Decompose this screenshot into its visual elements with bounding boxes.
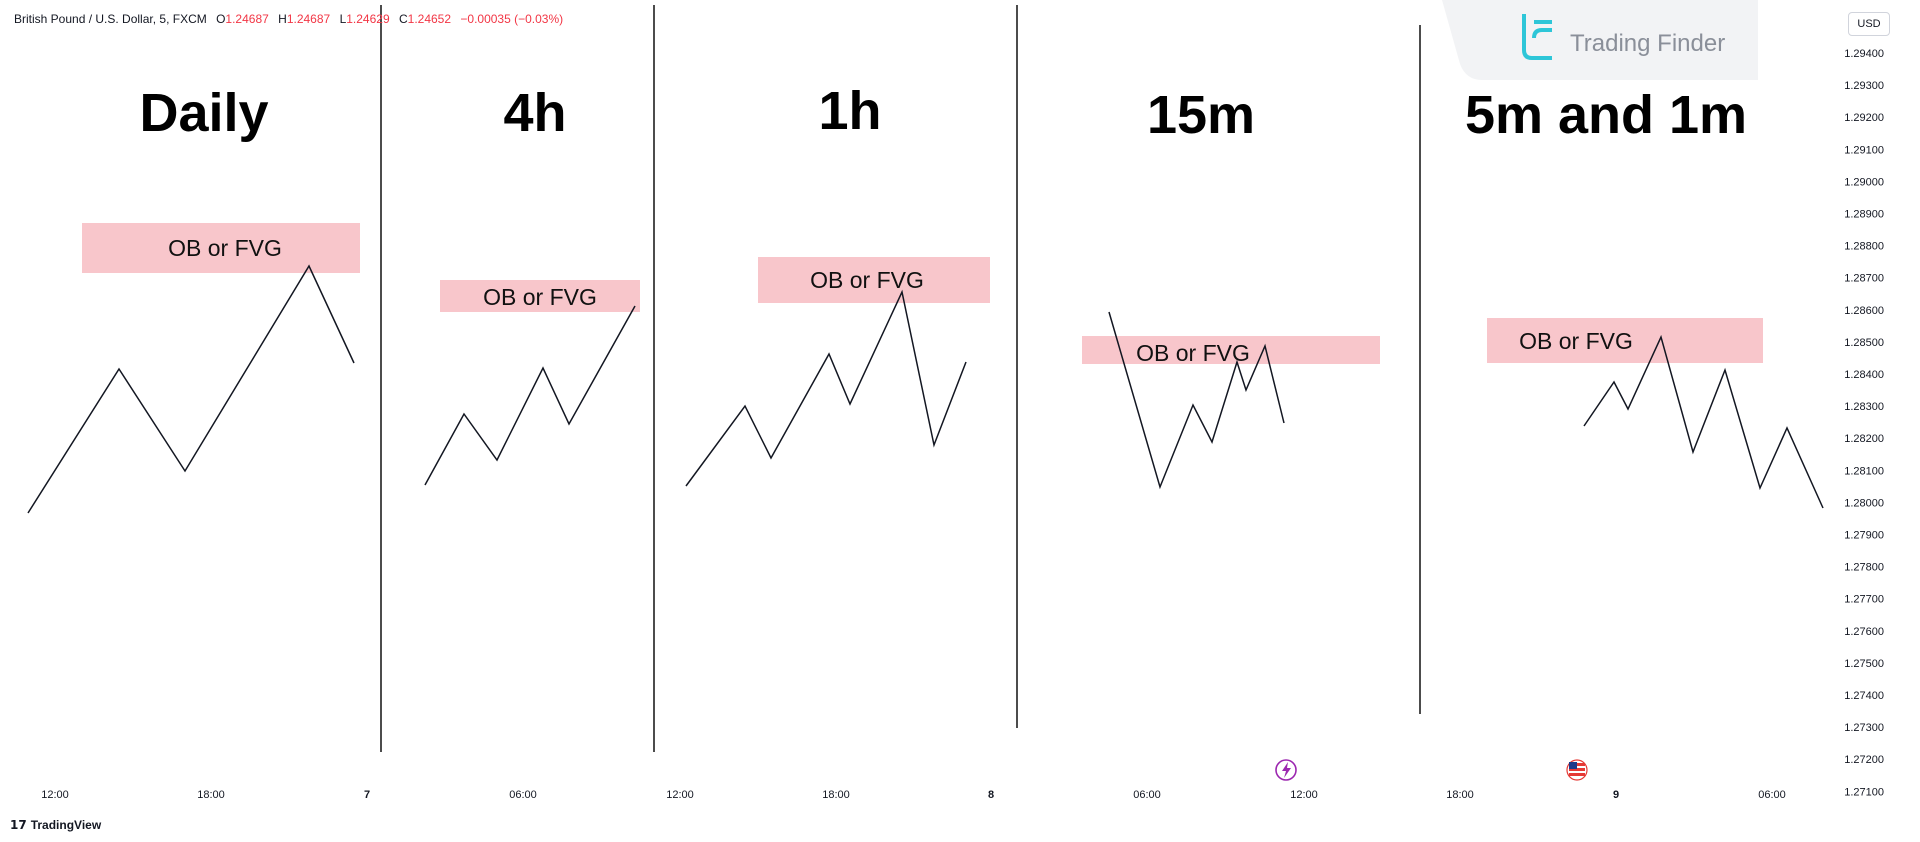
price-tick-label: 1.27100 xyxy=(1844,786,1884,798)
time-tick-label: 06:00 xyxy=(1758,789,1786,801)
zone-rect xyxy=(440,280,640,312)
price-change: −0.00035 (−0.03%) xyxy=(460,12,564,26)
price-tick-label: 1.27900 xyxy=(1844,530,1884,542)
price-tick-label: 1.28700 xyxy=(1844,273,1884,285)
timeframe-title: 1h xyxy=(818,81,881,141)
time-tick-label: 18:00 xyxy=(1446,789,1474,801)
price-tick-label: 1.28400 xyxy=(1844,369,1884,381)
tradingview-logo-icon: 𝟭𝟳 xyxy=(10,818,27,832)
ohlc-low-label: L xyxy=(339,12,347,26)
time-axis[interactable]: 12:00 18:00 7 06:00 12:00 18:00 8 06:00 … xyxy=(41,789,1786,801)
timeframe-title: 15m xyxy=(1147,85,1255,145)
currency-button[interactable]: USD xyxy=(1848,12,1890,36)
price-tick-label: 1.29200 xyxy=(1844,112,1884,124)
price-tick-label: 1.28100 xyxy=(1844,465,1884,477)
zone-label: OB or FVG xyxy=(810,267,924,293)
time-tick-label: 8 xyxy=(988,789,994,801)
us-flag-event-icon[interactable] xyxy=(1566,759,1588,781)
zone-label: OB or FVG xyxy=(168,235,282,261)
price-axis[interactable]: 1.29400 1.29300 1.29200 1.29100 1.29000 1.289… xyxy=(1844,48,1884,798)
time-tick-label: 12:00 xyxy=(666,789,694,801)
zone-rect xyxy=(1487,318,1763,363)
ohlc-close-value: 1.24652 xyxy=(407,12,452,26)
price-path xyxy=(685,289,967,487)
ohlc-open-label: O xyxy=(216,12,226,26)
price-tick-label: 1.27200 xyxy=(1844,754,1884,766)
timeframe-title: Daily xyxy=(139,83,268,143)
price-tick-label: 1.29100 xyxy=(1844,144,1884,156)
price-path xyxy=(1583,334,1824,509)
price-tick-label: 1.27300 xyxy=(1844,722,1884,734)
logo-text: Trading Finder xyxy=(1570,30,1726,57)
time-tick-label: 12:00 xyxy=(1290,789,1318,801)
zone-rect xyxy=(758,257,990,303)
trading-finder-logo-icon xyxy=(1442,0,1758,80)
price-tick-label: 1.28800 xyxy=(1844,241,1884,253)
time-tick-label: 18:00 xyxy=(197,789,225,801)
price-tick-label: 1.27500 xyxy=(1844,658,1884,670)
zone-label: OB or FVG xyxy=(1519,328,1633,354)
timeframe-title: 5m and 1m xyxy=(1465,85,1747,145)
price-tick-label: 1.28500 xyxy=(1844,337,1884,349)
time-tick-label: 06:00 xyxy=(1133,789,1161,801)
price-path xyxy=(27,264,355,514)
ohlc-low-value: 1.24629 xyxy=(346,12,390,26)
zone-label: OB or FVG xyxy=(483,284,597,310)
price-path xyxy=(424,305,636,486)
time-tick-label: 18:00 xyxy=(822,789,850,801)
price-tick-label: 1.29400 xyxy=(1844,48,1884,60)
price-path xyxy=(1108,311,1285,490)
ohlc-open-value: 1.24687 xyxy=(225,12,269,26)
zone-label: OB or FVG xyxy=(1136,340,1250,366)
lightning-event-icon[interactable] xyxy=(1275,759,1297,781)
timeframe-title: 4h xyxy=(503,83,566,143)
ohlc-close-label: C xyxy=(398,12,408,26)
time-tick-label: 06:00 xyxy=(509,789,537,801)
price-tick-label: 1.27700 xyxy=(1844,594,1884,606)
ohlc-high-value: 1.24687 xyxy=(286,12,331,26)
price-tick-label: 1.28200 xyxy=(1844,433,1884,445)
price-tick-label: 1.28300 xyxy=(1844,401,1884,413)
symbol-name: British Pound / U.S. Dollar, 5, FXCM xyxy=(14,12,207,26)
price-tick-label: 1.27800 xyxy=(1844,562,1884,574)
price-tick-label: 1.28000 xyxy=(1844,497,1884,509)
price-tick-label: 1.28600 xyxy=(1844,305,1884,317)
price-tick-label: 1.29000 xyxy=(1844,176,1884,188)
zone-rect xyxy=(1082,336,1380,364)
price-tick-label: 1.29300 xyxy=(1844,80,1884,92)
symbol-legend[interactable]: British Pound / U.S. Dollar, 5, FXCM O1.… xyxy=(14,12,563,26)
time-tick-label: 12:00 xyxy=(41,789,69,801)
price-tick-label: 1.27600 xyxy=(1844,626,1884,638)
tradingview-text: TradingView xyxy=(30,818,102,832)
zone-rect xyxy=(82,223,360,273)
time-tick-label: 7 xyxy=(364,789,370,801)
price-tick-label: 1.27400 xyxy=(1844,690,1884,702)
time-tick-label: 9 xyxy=(1613,789,1619,801)
price-tick-label: 1.28900 xyxy=(1844,209,1884,221)
ohlc-high-label: H xyxy=(278,12,287,26)
